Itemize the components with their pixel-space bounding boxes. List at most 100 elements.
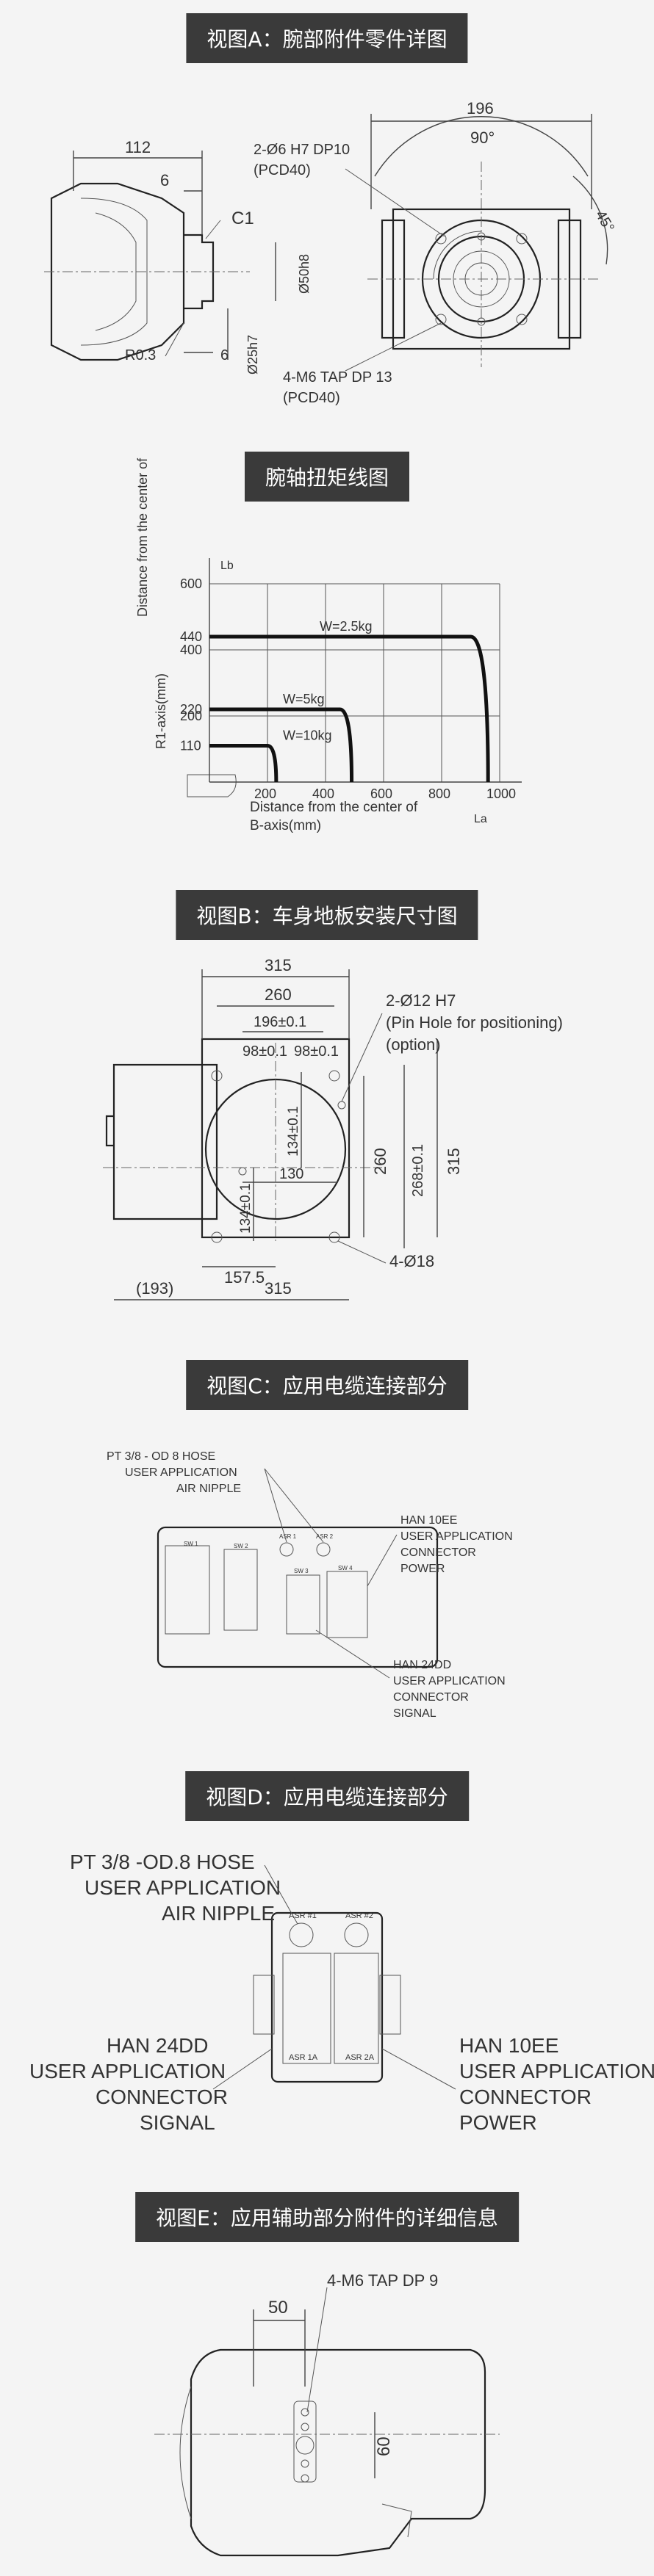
torque-la-label: La xyxy=(474,813,487,825)
x-tick-label: 1000 xyxy=(486,786,516,801)
d-hose-1: PT 3/8 -OD.8 HOSE xyxy=(70,1850,255,1873)
wrist-attachment-drawing: 112 6 C1 Ø50h8 Ø25h7 R0.3 6 196 xyxy=(44,99,617,406)
c-tag-5: SW 3 xyxy=(294,1568,309,1574)
y-tick-label: 440 xyxy=(180,629,202,644)
b-dim-134a: 134±0.1 xyxy=(286,1106,301,1157)
c-signal-2: USER APPLICATION xyxy=(393,1675,506,1687)
torque-lb-label: Lb xyxy=(220,560,234,572)
note-tap-pcd: (PCD40) xyxy=(283,390,340,406)
e-dim-50: 50 xyxy=(268,2298,288,2318)
c-signal-3: CONNECTOR xyxy=(393,1691,469,1704)
section-d: 视图D：应用电缆连接部分 ASR #1 ASR #2 ASR 1A ASR 2A… xyxy=(0,1755,654,2166)
section-torque: 腕轴扭矩线图 Distance from the center of R1-ax… xyxy=(0,441,654,874)
note-pin-hole: 2-Ø6 H7 DP10 xyxy=(254,142,350,158)
note-pin-pcd: (PCD40) xyxy=(254,162,311,178)
section-c: 视图C：应用电缆连接部分 SW 1 SW 2 ASR 1 ASR 2 SW 3 … xyxy=(0,1336,654,1755)
d-power-4: POWER xyxy=(459,2111,537,2134)
b-note-holes: 4-Ø18 xyxy=(389,1252,434,1270)
torque-title: 腕轴扭矩线图 xyxy=(244,452,410,502)
c-tag-1: SW 1 xyxy=(184,1541,198,1547)
dim-196: 196 xyxy=(467,99,494,117)
section-a-title: 视图A：腕部附件零件详图 xyxy=(186,13,468,63)
series-line-1 xyxy=(209,707,354,783)
dim-25h7: Ø25h7 xyxy=(245,335,260,375)
b-note-pin-2: (Pin Hole for positioning) xyxy=(386,1013,563,1032)
floor-mount-drawing: 315 260 196±0.1 98±0.1 98±0.1 134±0.1 13… xyxy=(103,956,563,1300)
section-b-title: 视图B：车身地板安装尺寸图 xyxy=(176,890,478,940)
b-dim-98a: 98±0.1 xyxy=(242,1043,287,1060)
c-power-4: POWER xyxy=(400,1563,445,1575)
c-power-3: CONNECTOR xyxy=(400,1546,476,1559)
c-signal-1: HAN 24DD xyxy=(393,1659,451,1671)
section-c-title: 视图C：应用电缆连接部分 xyxy=(186,1360,468,1410)
c-tag-4: ASR 2 xyxy=(316,1533,334,1540)
section-a: 视图A：腕部附件零件详图 112 6 C1 Ø50h8 Ø25h7 R0.3 6 xyxy=(0,0,654,441)
auxiliary-attachment-drawing: 50 60 4-M6 TAP DP 9 xyxy=(154,2271,500,2557)
d-power-3: CONNECTOR xyxy=(459,2085,592,2108)
b-dim-130: 130 xyxy=(279,1166,303,1182)
dim-112: 112 xyxy=(125,138,151,156)
torque-xlabel-1: Distance from the center of xyxy=(250,800,418,815)
tool-sketch xyxy=(187,774,237,797)
d-tag-3: ASR 1A xyxy=(289,2053,318,2062)
dim-45deg: 45° xyxy=(592,208,617,235)
d-hose-2: USER APPLICATION xyxy=(85,1876,281,1899)
b-dim-260-top: 260 xyxy=(265,985,292,1004)
y-tick-label: 110 xyxy=(180,739,201,753)
b-dim-193: (193) xyxy=(136,1279,173,1298)
d-signal-4: SIGNAL xyxy=(140,2111,215,2134)
x-tick-label: 200 xyxy=(254,786,276,801)
dim-50h8: Ø50h8 xyxy=(297,254,312,294)
series-label-1: W=5kg xyxy=(283,692,325,706)
c-tag-6: SW 4 xyxy=(338,1565,353,1571)
series-label-0: W=2.5kg xyxy=(320,619,373,634)
torque-chart: Distance from the center of R1-axis(mm) … xyxy=(135,457,522,833)
d-signal-1: HAN 24DD xyxy=(107,2034,208,2057)
b-dim-196: 196±0.1 xyxy=(254,1014,306,1030)
b-dim-315-right: 315 xyxy=(445,1148,463,1175)
d-power-1: HAN 10EE xyxy=(459,2034,558,2057)
series-line-2 xyxy=(209,744,279,783)
e-dim-60: 60 xyxy=(374,2436,394,2456)
x-tick-label: 400 xyxy=(312,786,334,801)
cable-connection-c: SW 1 SW 2 ASR 1 ASR 2 SW 3 SW 4 PT 3/8 -… xyxy=(107,1450,513,1720)
section-b: 视图B：车身地板安装尺寸图 315 260 196±0.1 98±0.1 98±… xyxy=(0,874,654,1336)
torque-ylabel-2: R1-axis(mm) xyxy=(154,673,168,749)
b-dim-315-top: 315 xyxy=(265,956,292,974)
d-tag-2: ASR #2 xyxy=(345,1911,373,1920)
d-tag-4: ASR 2A xyxy=(345,2053,375,2062)
c-tag-2: SW 2 xyxy=(234,1543,248,1549)
b-dim-315-bottom: 315 xyxy=(265,1279,292,1298)
d-hose-3: AIR NIPPLE xyxy=(162,1902,275,1925)
b-dim-260-right: 260 xyxy=(371,1148,389,1175)
section-e: 视图E：应用辅助部分附件的详细信息 50 60 4-M6 TAP DP 9 xyxy=(0,2166,654,2576)
c-hose-1: PT 3/8 - OD 8 HOSE xyxy=(107,1450,215,1463)
note-tap: 4-M6 TAP DP 13 xyxy=(283,369,392,386)
e-note-tap: 4-M6 TAP DP 9 xyxy=(327,2271,438,2290)
c-hose-2: USER APPLICATION xyxy=(125,1466,237,1479)
b-note-pin-3: (option) xyxy=(386,1035,441,1054)
d-power-2: USER APPLICATION xyxy=(459,2060,654,2083)
dim-c1: C1 xyxy=(231,209,254,228)
b-note-pin: 2-Ø12 H7 xyxy=(386,991,456,1010)
c-power-2: USER APPLICATION xyxy=(400,1530,513,1543)
section-d-title: 视图D：应用电缆连接部分 xyxy=(185,1771,469,1821)
y-tick-label: 220 xyxy=(180,702,202,717)
d-tag-1: ASR #1 xyxy=(289,1911,317,1920)
b-dim-134b: 134±0.1 xyxy=(238,1183,254,1234)
c-hose-3: AIR NIPPLE xyxy=(176,1483,241,1495)
dim-6-top: 6 xyxy=(160,171,169,189)
cable-connection-d: ASR #1 ASR #2 ASR 1A ASR 2A PT 3/8 -OD.8… xyxy=(29,1850,654,2134)
b-dim-98b: 98±0.1 xyxy=(294,1043,339,1060)
y-tick-label: 600 xyxy=(180,576,202,591)
b-dim-268: 268±0.1 xyxy=(410,1144,426,1197)
d-signal-2: USER APPLICATION xyxy=(29,2060,226,2083)
d-signal-3: CONNECTOR xyxy=(96,2085,228,2108)
series-label-2: W=10kg xyxy=(283,728,332,743)
series-line-0 xyxy=(209,634,490,783)
torque-ylabel-1: Distance from the center of xyxy=(135,457,150,617)
y-tick-label: 200 xyxy=(180,709,202,723)
dim-90deg: 90° xyxy=(470,129,495,147)
c-tag-3: ASR 1 xyxy=(279,1533,297,1540)
b-dim-157: 157.5 xyxy=(224,1268,265,1287)
